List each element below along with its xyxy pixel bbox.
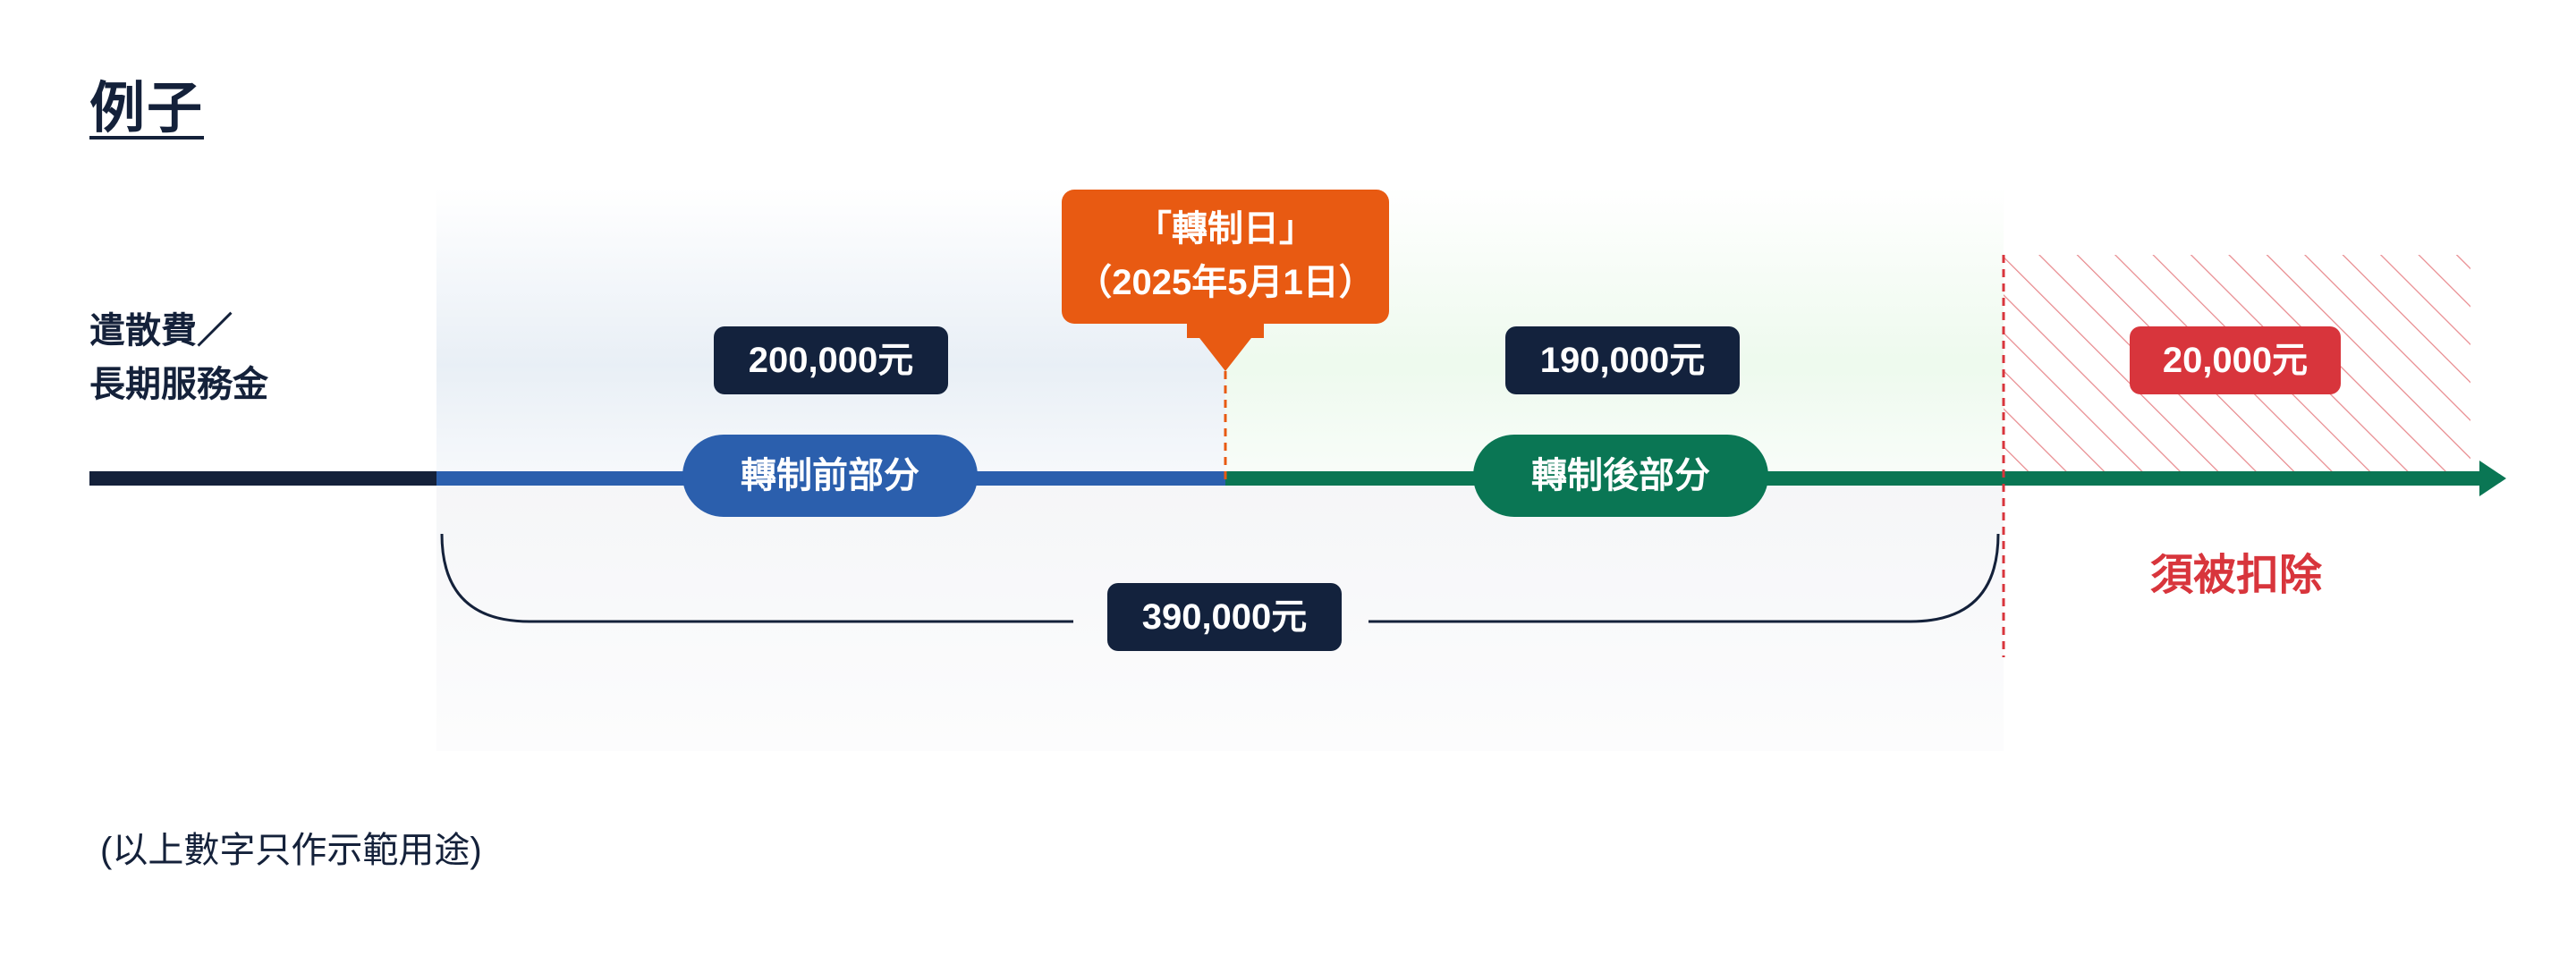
before-segment-label: 轉制前部分 xyxy=(682,435,978,517)
timeline-arrowhead xyxy=(2479,461,2506,496)
after-segment-label: 轉制後部分 xyxy=(1473,435,1768,517)
page-title: 例子 xyxy=(89,78,205,140)
before-amount-badge: 200,000元 xyxy=(714,326,948,394)
callout-line1: 「轉制日」 xyxy=(1136,209,1315,249)
conversion-date-callout: 「轉制日」 （2025年5月1日） xyxy=(1062,190,1389,324)
deduct-label: 須被扣除 xyxy=(2149,552,2322,599)
callout-line2: （2025年5月1日） xyxy=(1076,263,1375,302)
total-amount-badge: 390,000元 xyxy=(1107,583,1342,651)
row-label: 遣散費／ 長期服務金 xyxy=(89,304,268,411)
after-amount-badge: 190,000元 xyxy=(1505,326,1740,394)
total-bracket xyxy=(440,533,2000,623)
footnote: (以上數字只作示範用途) xyxy=(100,831,482,870)
row-label-line1: 遣散費／ xyxy=(89,311,233,351)
row-label-line2: 長期服務金 xyxy=(89,365,268,404)
excess-amount-badge: 20,000元 xyxy=(2130,326,2341,394)
